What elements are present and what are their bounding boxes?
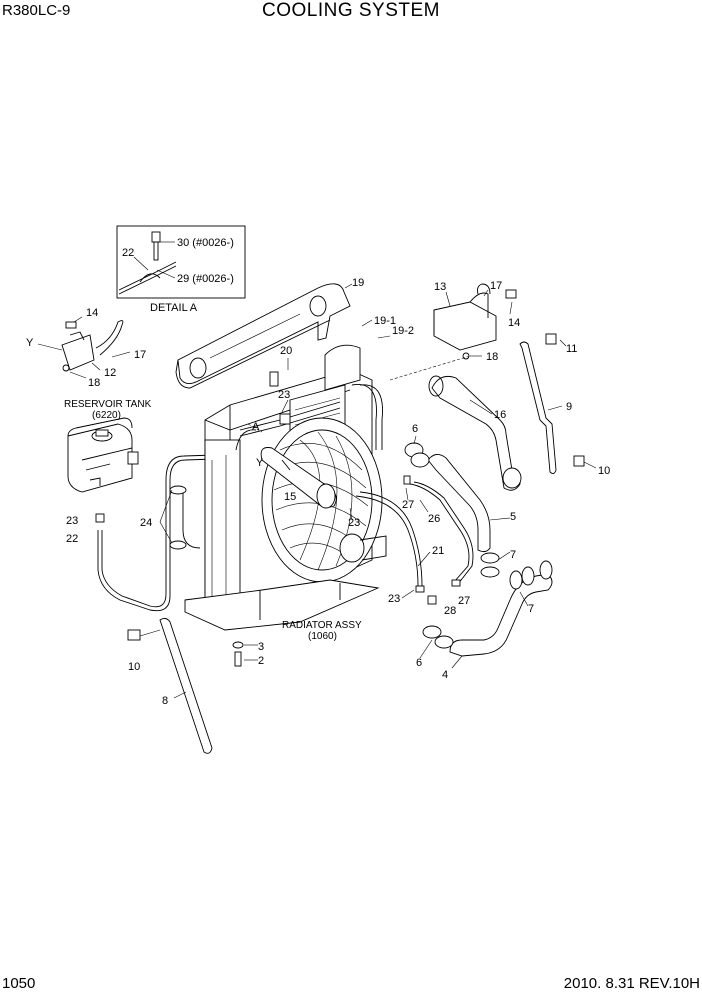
callout-10-right: 10 (598, 465, 610, 477)
mount-bolts (232, 641, 258, 667)
callout-28: 28 (444, 605, 456, 617)
leader-lines (247, 319, 529, 669)
callout-3: 3 (258, 641, 264, 653)
callout-14-right: 14 (508, 317, 520, 329)
reservoir-tank-label: RESERVOIR TANK (64, 399, 152, 410)
top-bracket (175, 283, 353, 389)
callout-11: 11 (566, 343, 577, 355)
callout-26: 26 (428, 513, 440, 525)
tank-hoses (95, 453, 246, 612)
callout-20: 20 (280, 345, 292, 357)
reservoir-tank-number: (6220) (92, 410, 121, 421)
radiator-assembly (184, 344, 387, 631)
callout-19-2: 19-2 (392, 325, 414, 337)
callout-15: 15 (284, 491, 296, 503)
lower-hose (422, 560, 553, 657)
revision-date: 2010. 8.31 REV.10H (563, 975, 700, 992)
callout-23-top: 23 (278, 389, 290, 401)
callout-6-top: 6 (412, 423, 418, 435)
callout-4: 4 (442, 669, 448, 681)
callout-19: 19 (352, 277, 364, 289)
callout-18-right: 18 (486, 351, 498, 363)
page-number: 1050 (2, 975, 36, 992)
callout-17-left: 17 (134, 349, 146, 361)
callout-22: 22 (66, 533, 78, 545)
callout-13: 13 (434, 281, 446, 293)
radiator-assy-number: (1060) (308, 631, 337, 642)
callout-17-right: 17 (490, 280, 502, 292)
callout-19-1: 19-1 (374, 315, 396, 327)
callout-23-tank: 23 (66, 515, 78, 527)
drain-lines (355, 475, 474, 605)
callout-7-top: 7 (510, 549, 516, 561)
callout-labels: 14 Y 17 12 18 RESERVOIR TANK (6220) 23 2… (26, 277, 610, 707)
stay-rod-left (127, 617, 213, 754)
callout-23-bottom: 23 (388, 593, 400, 605)
model-number: R380LC-9 (2, 2, 71, 19)
callout-5: 5 (510, 511, 516, 523)
stay-rod-right (519, 333, 597, 475)
callout-8: 8 (162, 695, 168, 707)
reservoir-tank (67, 417, 139, 493)
upper-hose (428, 375, 522, 491)
mid-hose (404, 442, 500, 578)
detail-a-label-30: 30 (#0026-) (177, 237, 234, 249)
callout-21: 21 (432, 545, 444, 557)
callout-y-main: Y (256, 457, 264, 469)
callout-24: 24 (140, 517, 152, 529)
callout-14-left: 14 (86, 307, 98, 319)
callout-2: 2 (258, 655, 264, 667)
left-bracket (37, 316, 131, 379)
callout-27-bottom: 27 (458, 595, 470, 607)
detail-a-label-29: 29 (#0026-) (177, 273, 234, 285)
callout-16: 16 (494, 409, 506, 421)
detail-a-inset: 22 30 (#0026-) 29 (#0026-) DETAIL A (116, 225, 246, 314)
callout-23-mid: 23 (348, 517, 360, 529)
callout-27-top: 27 (402, 499, 414, 511)
detail-a-title: DETAIL A (150, 302, 198, 314)
callout-10-left: 10 (128, 661, 140, 673)
detail-a-label-22: 22 (122, 247, 134, 259)
callout-18-left: 18 (88, 377, 100, 389)
callout-6-bottom: 6 (416, 657, 422, 669)
page-title: COOLING SYSTEM (261, 0, 441, 21)
right-bracket (433, 283, 517, 360)
callout-7-bottom: 7 (528, 603, 534, 615)
callout-y-left: Y (26, 337, 34, 349)
radiator-assy-label: RADIATOR ASSY (282, 620, 362, 631)
callout-a: A (252, 421, 260, 433)
callout-12: 12 (104, 367, 116, 379)
callout-9: 9 (566, 401, 572, 413)
